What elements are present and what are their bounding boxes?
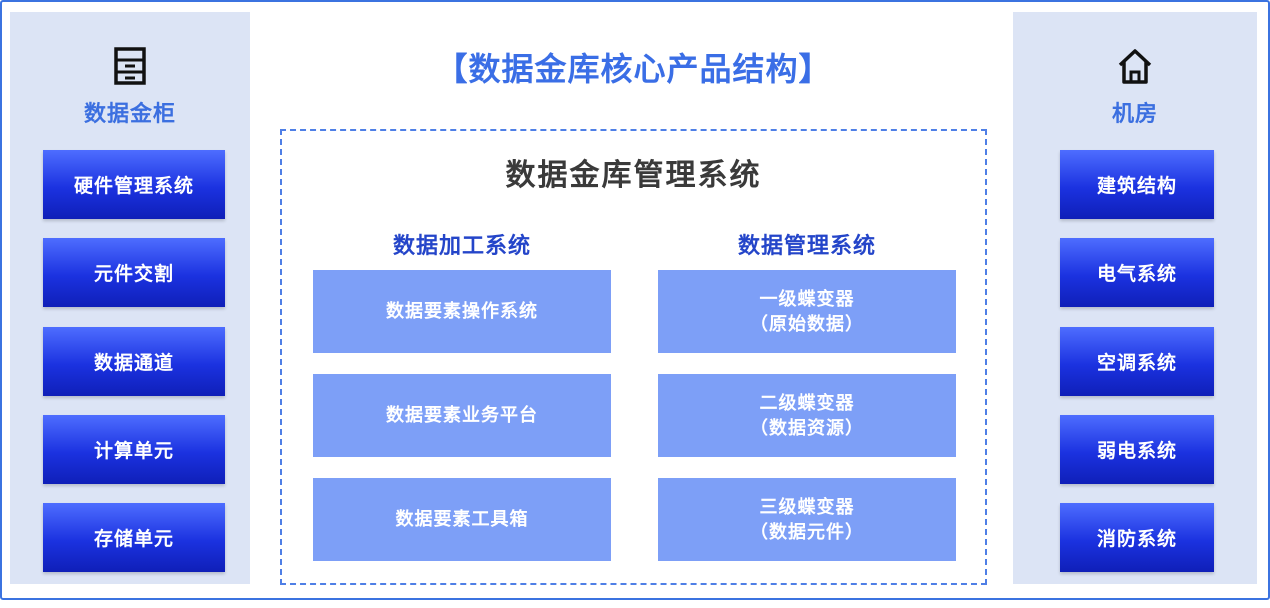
management-box-level3[interactable]: 三级蝶变器 （数据元件） — [658, 478, 956, 561]
left-item-compute[interactable]: 计算单元 — [43, 415, 225, 484]
right-item-low-voltage[interactable]: 弱电系统 — [1060, 415, 1214, 484]
system-title: 数据金库管理系统 — [505, 158, 762, 193]
page-title: 【数据金库核心产品结构】 — [435, 50, 832, 88]
right-item-fire[interactable]: 消防系统 — [1060, 503, 1214, 572]
box-line1: 数据要素工具箱 — [395, 509, 529, 530]
box-line2: （原始数据） — [750, 313, 864, 335]
management-system-title: 数据管理系统 — [737, 234, 876, 259]
management-box-level1[interactable]: 一级蝶变器 （原始数据） — [658, 270, 956, 353]
right-item-electric[interactable]: 电气系统 — [1060, 238, 1214, 307]
right-panel: 机房 建筑结构 电气系统 空调系统 弱电系统 消防系统 — [1013, 12, 1257, 584]
processing-box-toolbox[interactable]: 数据要素工具箱 — [313, 478, 611, 561]
processing-box-platform[interactable]: 数据要素业务平台 — [313, 374, 611, 457]
right-panel-title: 机房 — [1111, 102, 1158, 127]
left-item-storage[interactable]: 存储单元 — [43, 503, 225, 572]
management-box-level2[interactable]: 二级蝶变器 （数据资源） — [658, 374, 956, 457]
right-item-building[interactable]: 建筑结构 — [1060, 150, 1214, 219]
cabinet-icon — [114, 47, 146, 85]
left-item-hardware[interactable]: 硬件管理系统 — [43, 150, 225, 219]
box-line1: 数据要素操作系统 — [386, 301, 538, 322]
processing-system-title: 数据加工系统 — [392, 234, 531, 259]
box-line1: 三级蝶变器 — [759, 496, 855, 518]
box-line1: 数据要素业务平台 — [386, 405, 538, 426]
processing-box-os[interactable]: 数据要素操作系统 — [313, 270, 611, 353]
box-line2: （数据元件） — [750, 521, 864, 543]
left-panel-title: 数据金柜 — [83, 102, 176, 127]
right-item-hvac[interactable]: 空调系统 — [1060, 327, 1214, 396]
left-item-delivery[interactable]: 元件交割 — [43, 238, 225, 307]
left-panel: 数据金柜 硬件管理系统 元件交割 数据通道 计算单元 存储单元 — [10, 12, 250, 584]
house-icon — [1118, 49, 1152, 84]
box-line1: 一级蝶变器 — [759, 288, 855, 310]
management-system-box — [280, 129, 987, 585]
box-line1: 二级蝶变器 — [759, 392, 855, 414]
box-line2: （数据资源） — [750, 417, 864, 439]
left-item-channel[interactable]: 数据通道 — [43, 327, 225, 396]
